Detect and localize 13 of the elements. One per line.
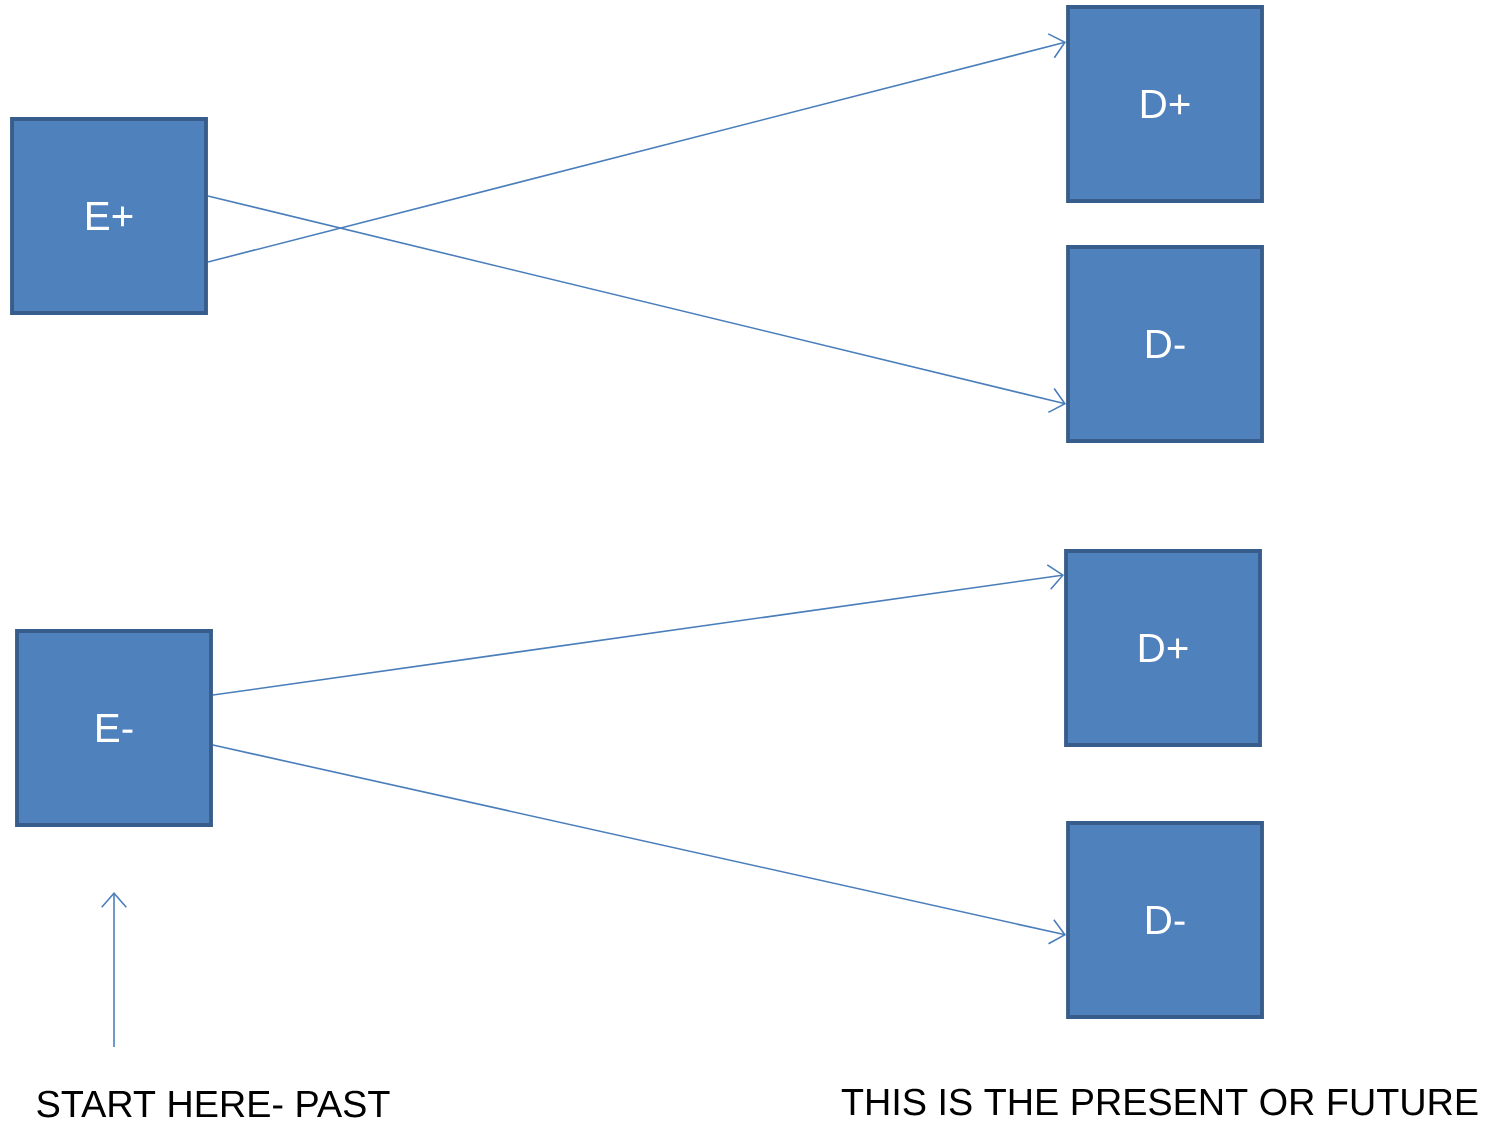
start-label: START HERE- PAST	[37, 1090, 390, 1118]
arrow	[207, 33, 1067, 263]
caption-text: THIS IS THE PRESENT OR FUTURE	[841, 1088, 1478, 1116]
process-box: D+	[1064, 549, 1262, 747]
process-box: D+	[1066, 5, 1264, 203]
arrow	[212, 744, 1067, 945]
process-box: E+	[10, 117, 208, 315]
process-box: E-	[15, 629, 213, 827]
arrow	[100, 891, 128, 1048]
process-box: D-	[1066, 821, 1264, 1019]
arrow	[207, 195, 1067, 414]
arrow	[212, 564, 1065, 696]
process-box: D-	[1066, 245, 1264, 443]
